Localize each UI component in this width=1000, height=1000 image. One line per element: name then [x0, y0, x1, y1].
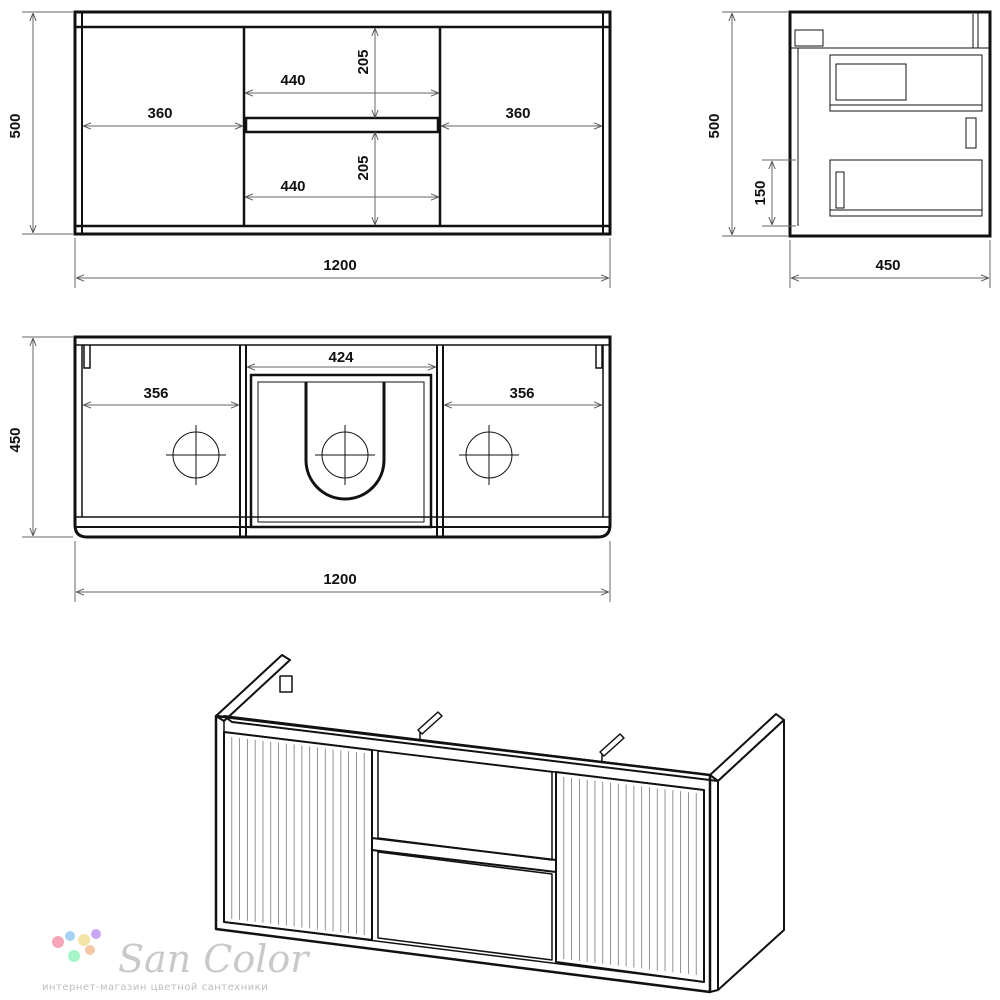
- front-view: [22, 10, 612, 288]
- left-compartment-label: 356: [143, 385, 168, 402]
- iso-wall-bracket: [279, 675, 293, 693]
- logo-dot: [68, 950, 80, 962]
- siphon-cutout: [304, 382, 386, 501]
- center-compartment-label: 424: [328, 349, 354, 366]
- iso-door-flutes: [231, 736, 697, 976]
- logo-dot: [85, 945, 95, 955]
- iso-right-door: [555, 771, 705, 983]
- iso-left-door: [223, 731, 373, 941]
- logo-dot: [91, 929, 101, 939]
- top-view: [22, 335, 612, 602]
- drain-hole-center: [315, 425, 375, 485]
- brand-name: San Color: [118, 937, 311, 981]
- iso-side-panel: [717, 719, 785, 991]
- top-dimension-lines: [22, 336, 611, 602]
- bracket-height-label: 150: [752, 180, 769, 205]
- side-view: [722, 10, 992, 288]
- front-width-label: 1200: [323, 257, 356, 274]
- logo-dot: [78, 934, 90, 946]
- front-height-label: 500: [7, 113, 24, 138]
- side-dimension-lines: [722, 11, 991, 288]
- iso-top-drawer: [377, 750, 553, 861]
- drawer-height-bottom-label: 205: [355, 155, 372, 180]
- right-compartment-label: 356: [509, 385, 534, 402]
- drawer-height-top-label: 205: [355, 49, 372, 74]
- iso-bottom-drawer: [377, 851, 553, 961]
- side-handle: [965, 117, 977, 149]
- drain-hole-right: [459, 425, 519, 485]
- center-drawer-box: [249, 373, 433, 529]
- logo-dot: [65, 931, 75, 941]
- top-depth-label: 450: [7, 427, 24, 452]
- front-outline: [73, 10, 612, 236]
- drawer-width-bottom-label: 440: [280, 178, 305, 195]
- iso-drawer-handle-gap: [371, 837, 557, 873]
- side-depth-label: 450: [875, 257, 900, 274]
- front-dimension-lines: [22, 11, 611, 288]
- top-width-label: 1200: [323, 571, 356, 588]
- wall-bracket: [794, 29, 824, 47]
- side-height-label: 500: [706, 113, 723, 138]
- side-outline: [788, 10, 992, 238]
- logo-dot: [52, 936, 64, 948]
- brand-tagline: интернет-магазин цветной сантехники: [42, 982, 268, 993]
- isometric-view: [214, 654, 785, 994]
- right-door-width-label: 360: [505, 105, 530, 122]
- brand-logo-dots: [52, 929, 101, 962]
- drawer-divider: [244, 116, 440, 134]
- left-door-width-label: 360: [147, 105, 172, 122]
- drain-hole-left: [166, 425, 226, 485]
- drawer-width-top-label: 440: [280, 72, 305, 89]
